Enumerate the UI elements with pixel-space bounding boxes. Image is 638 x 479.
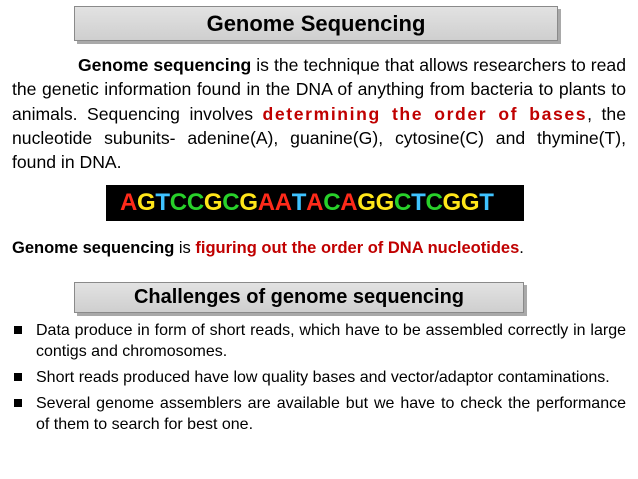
intro-highlight: determining the order of bases	[262, 103, 588, 124]
intro-text-2: , the nucleotide subunits- adenine(A), g…	[12, 103, 626, 173]
dna-base-T: T	[291, 189, 307, 216]
dna-base-G: G	[239, 189, 258, 216]
dna-base-G: G	[203, 189, 223, 216]
dna-base-A: A	[306, 189, 324, 216]
dna-base-C: C	[186, 189, 204, 216]
dna-base-G: G	[137, 189, 156, 216]
dna-base-T: T	[155, 189, 170, 216]
intro-lead: Genome sequencing	[78, 55, 252, 75]
bullet-square-icon	[14, 373, 22, 381]
dna-base-A: A	[340, 189, 358, 216]
list-item: Several genome assemblers are available …	[12, 393, 626, 435]
dna-base-A: A	[274, 189, 292, 216]
dna-sequence-image: AGTCCGCGAATACAGGCTCGGT	[106, 185, 524, 221]
dna-base-C: C	[425, 189, 443, 216]
dna-base-G: G	[375, 189, 395, 216]
dna-base-G: G	[460, 189, 480, 216]
list-item-text: Data produce in form of short reads, whi…	[36, 322, 626, 360]
dna-base-C: C	[222, 189, 240, 216]
list-item-text: Several genome assemblers are available …	[36, 395, 626, 433]
summary-text-2: .	[519, 239, 524, 257]
summary-text-1: is	[174, 239, 196, 257]
dna-base-T: T	[411, 189, 426, 216]
dna-base-A: A	[257, 189, 275, 216]
dna-base-G: G	[357, 189, 376, 216]
list-item-text: Short reads produced have low quality ba…	[36, 369, 610, 386]
intro-paragraph: Genome sequencing is the technique that …	[12, 53, 626, 174]
dna-base-A: A	[120, 189, 138, 216]
challenges-title: Challenges of genome sequencing	[74, 282, 524, 313]
dna-base-T: T	[479, 189, 494, 216]
dna-base-C: C	[323, 189, 341, 216]
summary-highlight: figuring out the order of DNA nucleotide…	[195, 239, 520, 257]
bullet-square-icon	[14, 399, 22, 407]
summary-sentence: Genome sequencing is figuring out the or…	[12, 237, 626, 259]
list-item: Short reads produced have low quality ba…	[12, 367, 626, 388]
challenges-list: Data produce in form of short reads, whi…	[12, 320, 626, 440]
list-item: Data produce in form of short reads, whi…	[12, 320, 626, 362]
page-title: Genome Sequencing	[74, 6, 558, 41]
dna-base-C: C	[169, 189, 187, 216]
dna-base-G: G	[442, 189, 462, 216]
summary-lead: Genome sequencing	[12, 239, 175, 257]
bullet-square-icon	[14, 326, 22, 334]
intro-text-1: is the technique that allows researchers…	[12, 55, 626, 124]
dna-base-C: C	[394, 189, 412, 216]
